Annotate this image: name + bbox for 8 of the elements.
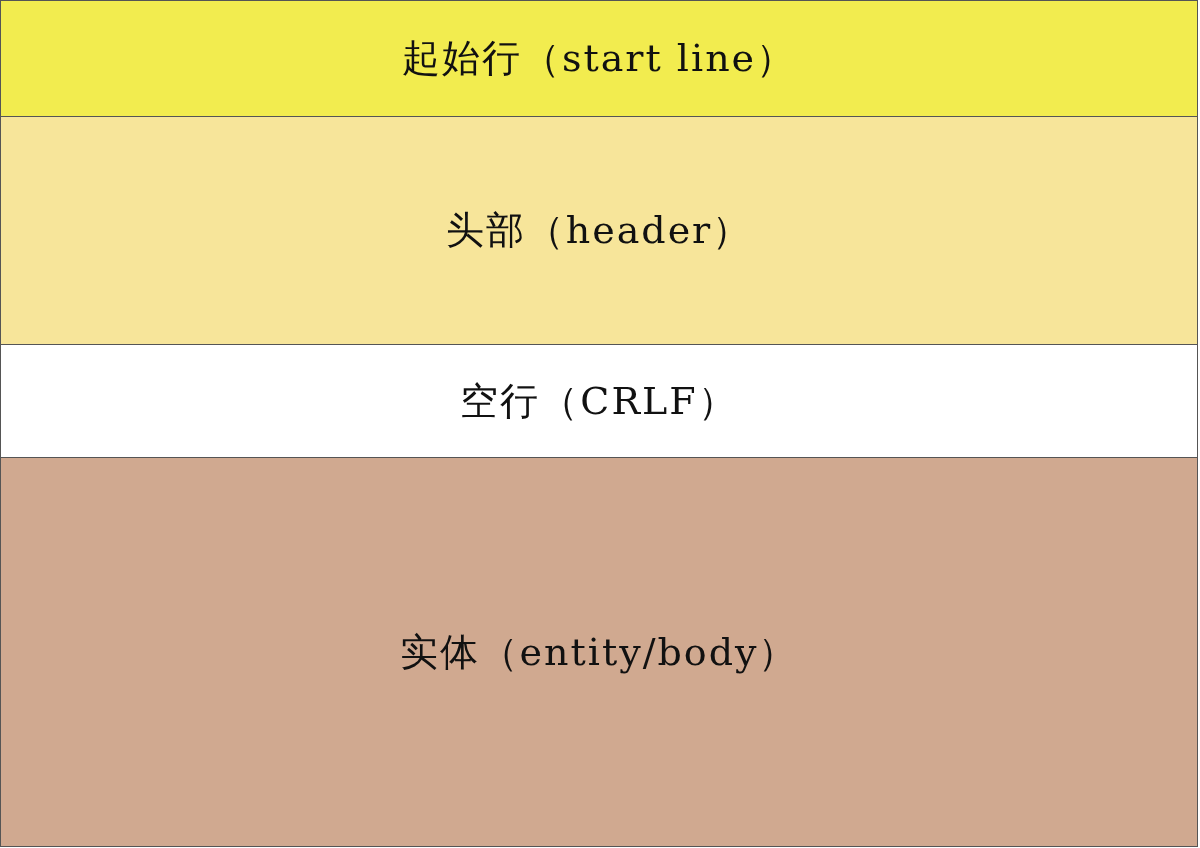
section-label: 起始行（start line） (401, 35, 797, 82)
section-label: 头部（header） (445, 207, 753, 254)
section-label: 空行（CRLF） (460, 377, 738, 425)
section-band (0, 344, 1198, 458)
section-band (0, 0, 1198, 117)
section-label: 实体（entity/body） (399, 628, 799, 676)
section-band (0, 116, 1198, 345)
section-band (0, 457, 1198, 847)
